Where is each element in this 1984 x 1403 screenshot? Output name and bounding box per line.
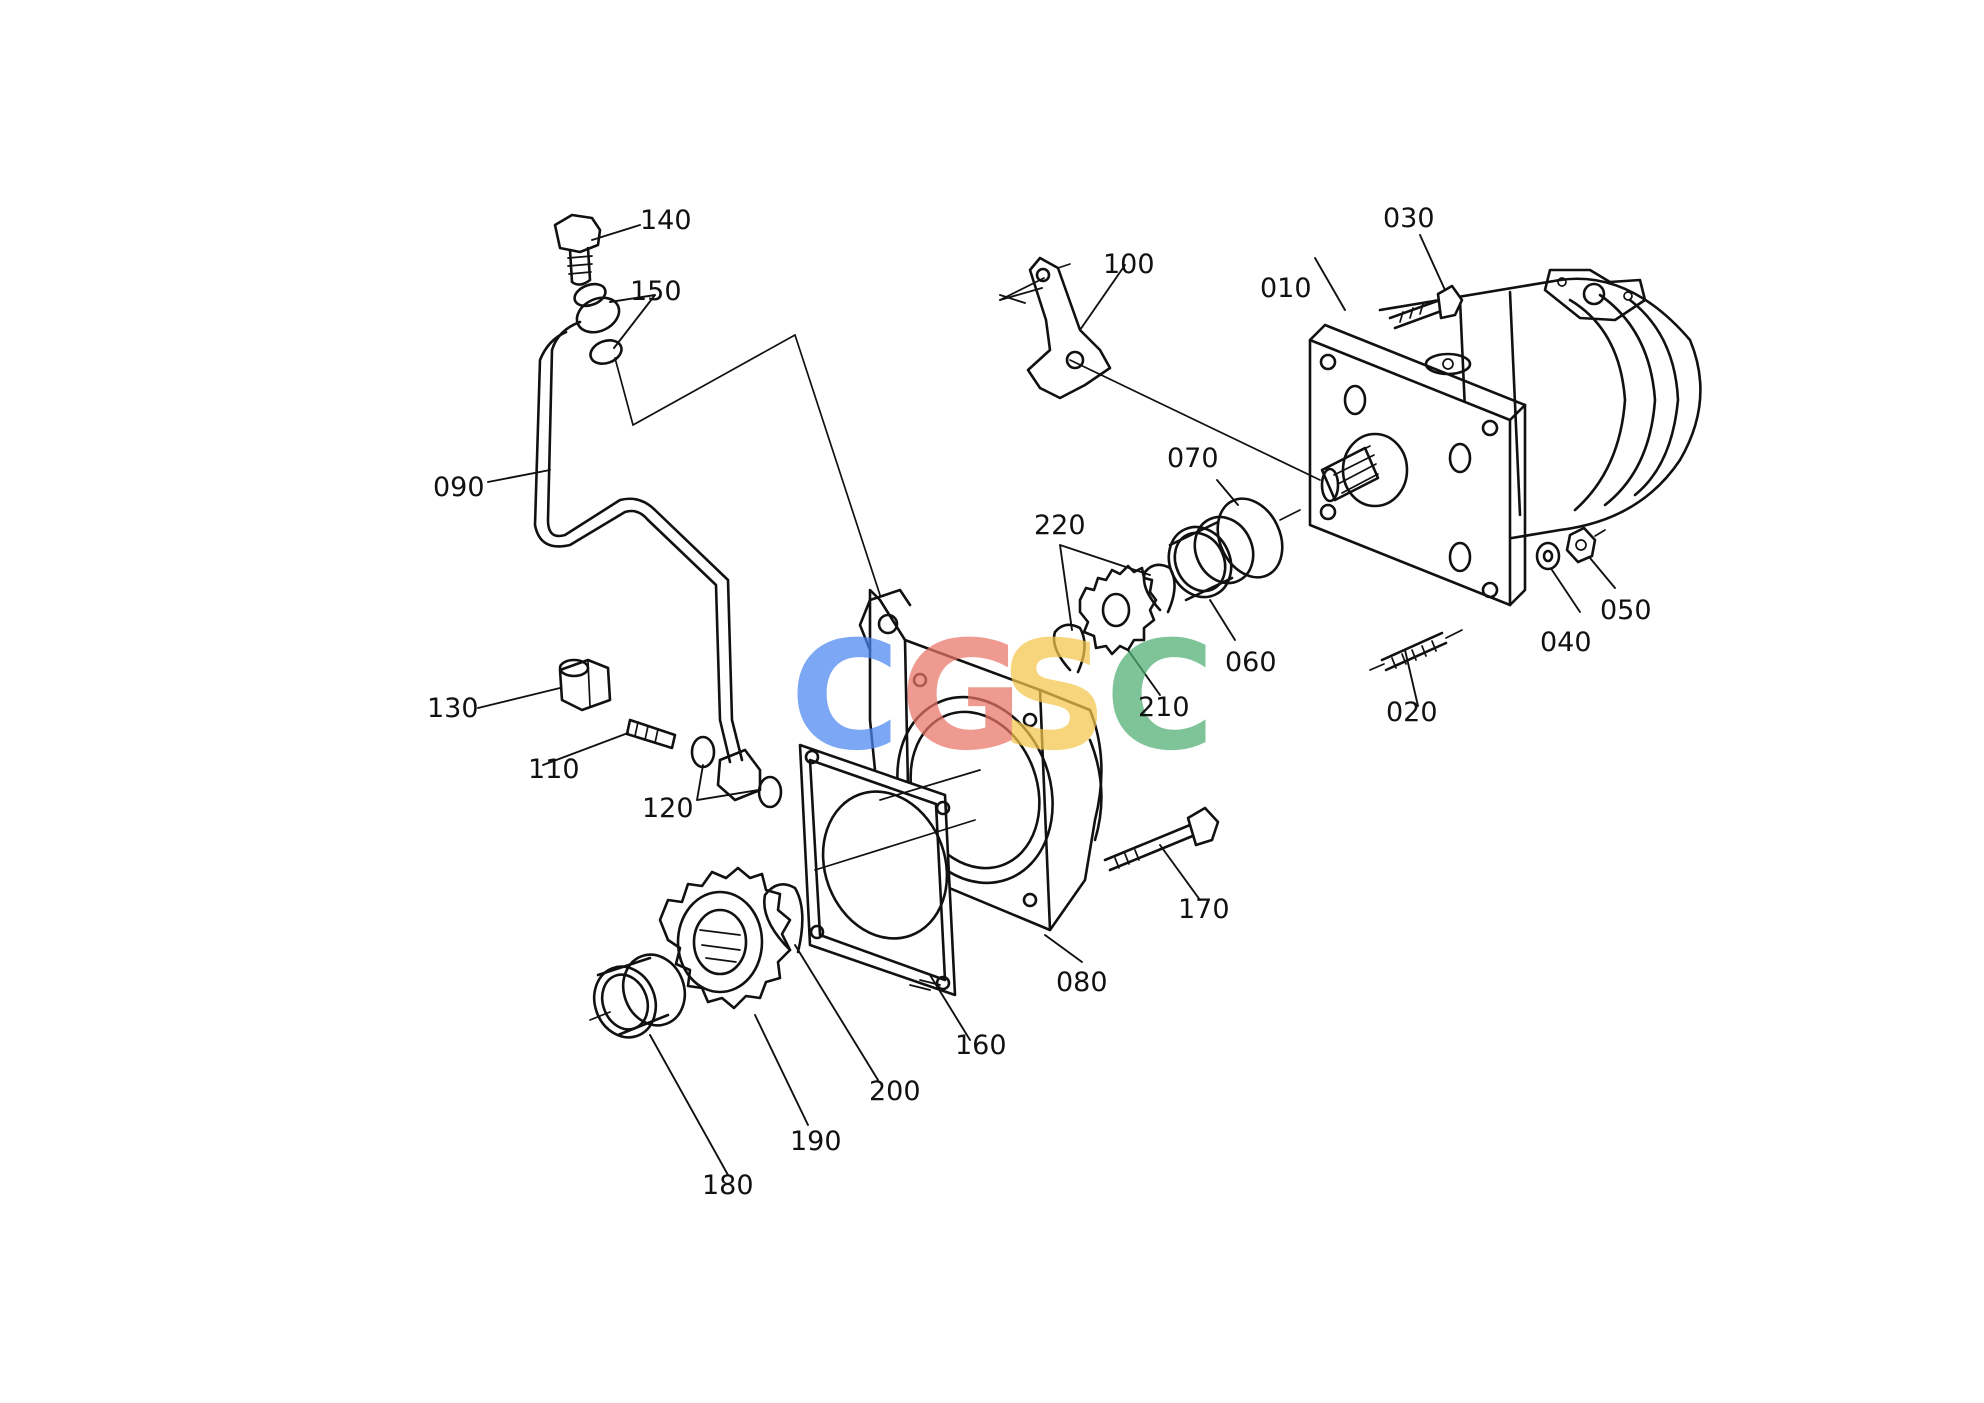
callout-010: 010: [1260, 273, 1312, 304]
reference-line-bracket-to-pump: [1069, 359, 1321, 481]
callout-110: 110: [528, 754, 580, 785]
callout-130: 130: [427, 693, 479, 724]
gear-190: [658, 866, 792, 1010]
callout-080: 080: [1056, 967, 1108, 998]
callout-090: 090: [433, 472, 485, 503]
callout-180: 180: [702, 1170, 754, 1201]
callout-060: 060: [1225, 647, 1277, 678]
callout-200: 200: [869, 1076, 921, 1107]
cap-nut-130: [558, 658, 612, 712]
callout-120: 120: [642, 793, 694, 824]
callout-050: 050: [1600, 595, 1652, 626]
o-ring-070: [1216, 497, 1284, 579]
bushing-180: [589, 953, 687, 1039]
watermark-letter: C: [790, 610, 900, 784]
washer-120-right: [757, 775, 783, 809]
washer-040: [1535, 541, 1561, 571]
washer-150-upper: [573, 282, 607, 308]
watermark-letter: C: [1105, 610, 1215, 784]
callout-100: 100: [1103, 249, 1155, 280]
callout-150: 150: [630, 276, 682, 307]
snap-ring-220-upper: [1142, 563, 1176, 614]
reference-line-gear-axis: [1279, 509, 1301, 521]
washer-120-left: [690, 735, 716, 769]
callout-040: 040: [1540, 627, 1592, 658]
snap-ring-200: [763, 883, 804, 954]
watermark-logo: C G S C: [790, 610, 1215, 784]
banjo-fitting-top: [575, 296, 621, 334]
stud-020: [1369, 629, 1463, 672]
nut-050: [1565, 526, 1606, 564]
oil-pipe-090: [533, 320, 744, 764]
gear-210: [1078, 564, 1158, 656]
snap-ring-220-lower: [1052, 623, 1086, 674]
bracket-100: [999, 256, 1112, 400]
leader-lines: [477, 224, 1616, 1176]
callout-020: 020: [1386, 697, 1438, 728]
callout-220: 220: [1034, 510, 1086, 541]
watermark-letter: G: [900, 610, 1023, 784]
callout-140: 140: [640, 205, 692, 236]
callout-030: 030: [1383, 203, 1435, 234]
hollow-stud-110: [625, 718, 677, 750]
callout-170: 170: [1178, 894, 1230, 925]
reference-line-housing-axis: [879, 769, 981, 801]
pump-assembly: [1308, 268, 1702, 607]
gasket-160: [798, 743, 976, 997]
watermark-letter: S: [1000, 610, 1108, 784]
reference-line-pipe-to-housing: [614, 333, 881, 596]
bolt-170: [1103, 806, 1220, 872]
callout-160: 160: [955, 1030, 1007, 1061]
callout-190: 190: [790, 1126, 842, 1157]
callout-labels: 010 020 030 040 050 060 070 080 090 100 …: [427, 203, 1652, 1201]
bolt-030: [1388, 284, 1464, 330]
banjo-bolt-140: [553, 213, 602, 286]
callout-070: 070: [1167, 443, 1219, 474]
washer-150-lower: [589, 339, 623, 365]
callout-210: 210: [1138, 692, 1190, 723]
